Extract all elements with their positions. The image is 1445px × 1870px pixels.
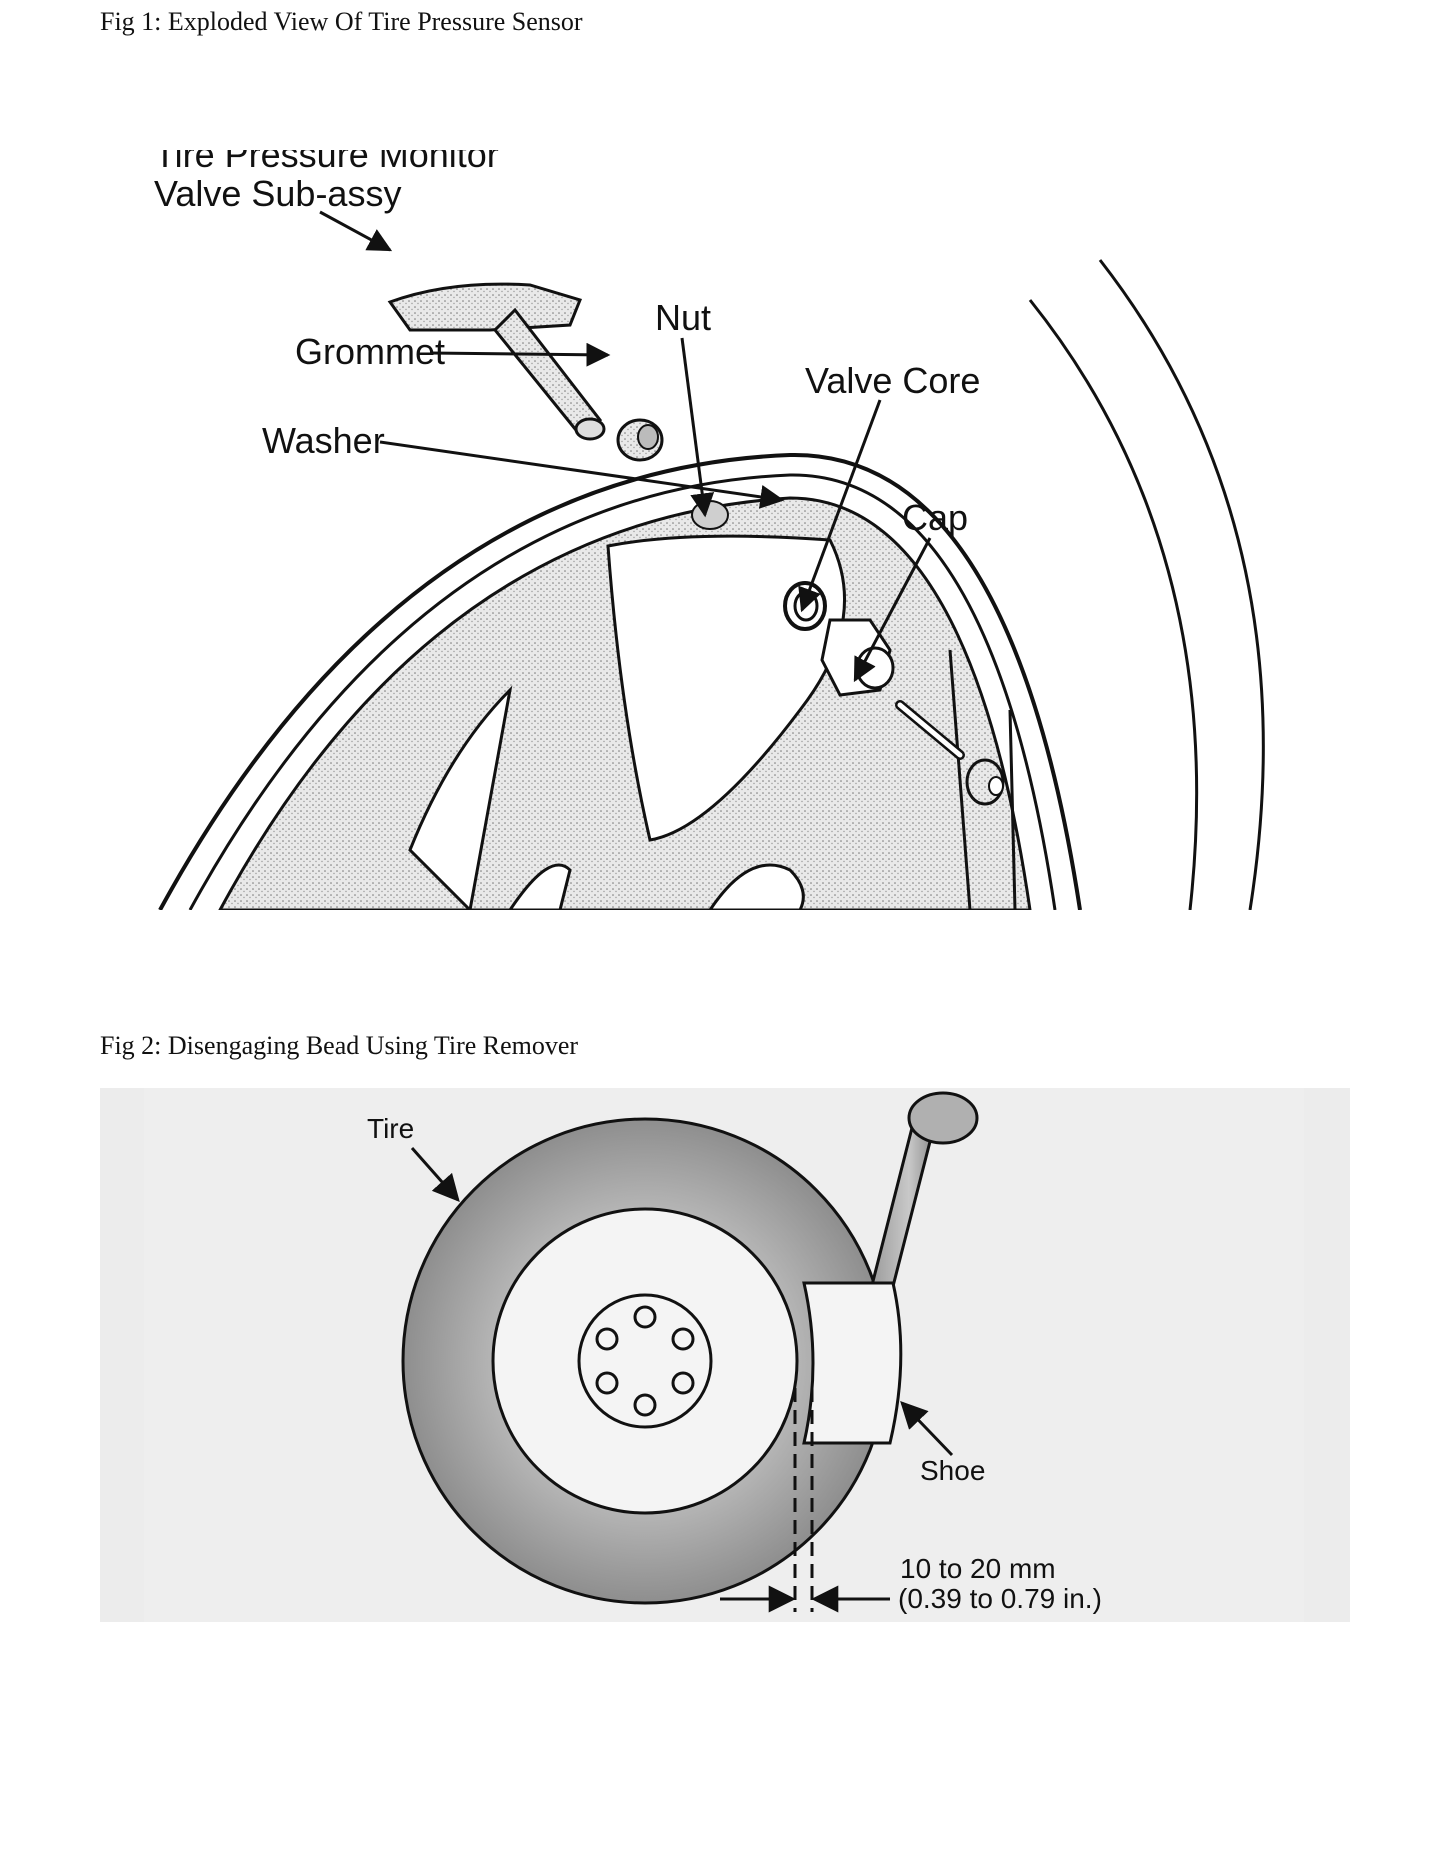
label-grommet: Grommet	[295, 331, 445, 372]
shoe-icon	[802, 1281, 903, 1445]
tire-outer-arc	[1098, 259, 1265, 911]
label-cap: Cap	[902, 497, 968, 538]
tire-pressure-sensor-icon	[387, 282, 606, 441]
fig1-caption: Fig 1: Exploded View Of Tire Pressure Se…	[100, 7, 583, 36]
label-valve-core: Valve Core	[805, 360, 980, 401]
tire-remover-handle-icon	[907, 1091, 979, 1145]
wheel-rim	[158, 452, 1082, 911]
label-distance-in: (0.39 to 0.79 in.)	[898, 1583, 1102, 1614]
label-tire: Tire	[367, 1113, 414, 1144]
fig1-exploded-view-illustration: Tire Pressure Monitor Valve Sub-assy Gro…	[150, 134, 1310, 914]
label-sensor-line2: Valve Sub-assy	[154, 173, 401, 214]
lug-nut-icons	[595, 1305, 695, 1417]
fig2-bead-disengage-illustration: Tire Shoe 10 to 20 mm (0.39 to 0.79 in.)	[100, 1088, 1350, 1622]
grommet-icon	[616, 418, 664, 462]
cap-icon	[965, 758, 1005, 806]
valve-core-icon	[895, 700, 965, 760]
label-shoe: Shoe	[920, 1455, 985, 1486]
label-washer: Washer	[262, 420, 385, 461]
hub-icon	[577, 1293, 713, 1429]
label-distance-mm: 10 to 20 mm	[900, 1553, 1056, 1584]
label-nut: Nut	[655, 297, 711, 338]
label-sensor-line1: Tire Pressure Monitor	[154, 150, 499, 175]
fig2-caption: Fig 2: Disengaging Bead Using Tire Remov…	[100, 1031, 579, 1060]
tire-inner-arc	[1028, 299, 1199, 911]
